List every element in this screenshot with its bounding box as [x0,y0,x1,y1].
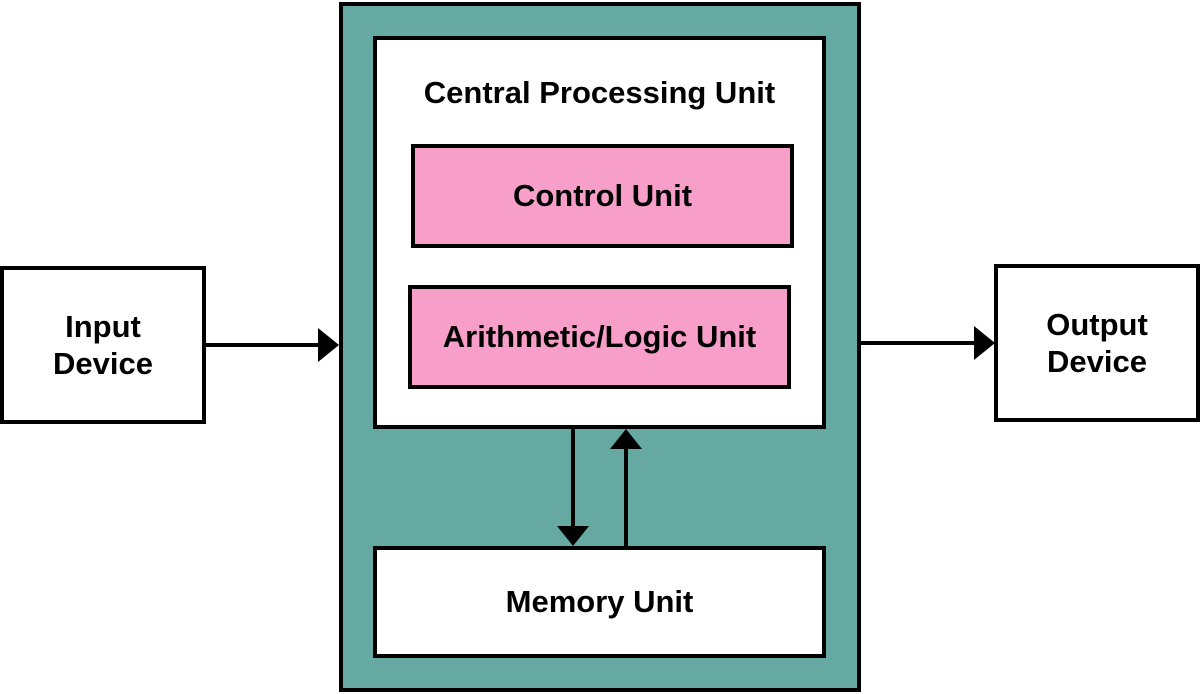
alu-box: Arithmetic/Logic Unit [408,285,791,389]
input-device-box: Input Device [0,266,206,424]
input-device-label: Input Device [53,308,153,381]
alu-label: Arithmetic/Logic Unit [442,319,757,355]
input-to-cpu-arrow [204,328,339,362]
output-device-box: Output Device [994,264,1200,422]
output-device-label: Output Device [1046,306,1148,379]
cpu-title: Central Processing Unit [423,75,776,110]
control-unit-label: Control Unit [512,178,693,214]
control-unit-box: Control Unit [411,144,794,248]
cpu-to-output-arrow [859,326,995,360]
memory-unit-box: Memory Unit [373,546,826,658]
memory-unit-label: Memory Unit [505,584,694,620]
